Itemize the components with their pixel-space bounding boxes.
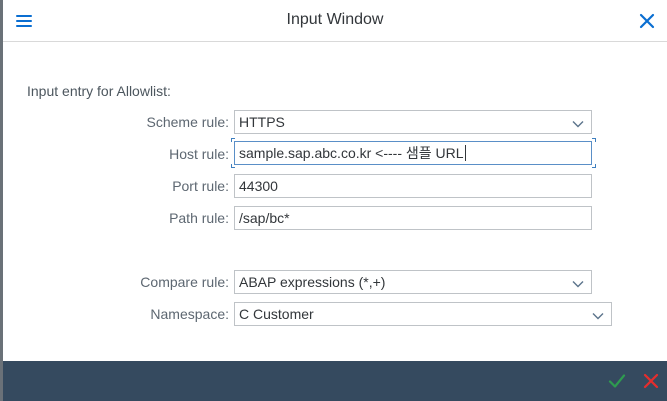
compare-rule-value: ABAP expressions (*,+) (239, 274, 386, 290)
compare-rule-label: Compare rule: (140, 274, 229, 290)
path-rule-label: Path rule: (169, 210, 229, 226)
port-rule-input[interactable]: 44300 (234, 174, 592, 198)
focus-corner (231, 138, 235, 142)
namespace-select[interactable]: C Customer (234, 302, 612, 326)
port-rule-value: 44300 (239, 178, 278, 194)
namespace-value: C Customer (239, 306, 314, 322)
chevron-down-icon[interactable] (571, 275, 585, 289)
focus-corner (231, 164, 235, 168)
host-rule-input[interactable]: sample.sap.abc.co.kr <---- 샘플 URL (234, 141, 592, 165)
port-rule-label: Port rule: (172, 178, 229, 194)
compare-rule-select[interactable]: ABAP expressions (*,+) (234, 270, 592, 294)
focus-corner (592, 138, 596, 142)
section-title: Input entry for Allowlist: (27, 83, 171, 99)
path-rule-value: /sap/bc* (239, 210, 290, 226)
checkmark-icon[interactable] (607, 371, 627, 391)
cancel-x-icon[interactable] (641, 371, 661, 391)
chevron-down-icon[interactable] (571, 115, 585, 129)
hamburger-menu-icon[interactable] (12, 9, 36, 33)
title-bar: Input Window (3, 0, 667, 42)
close-icon[interactable] (635, 9, 659, 33)
focus-corner (592, 164, 596, 168)
window-title: Input Window (286, 11, 384, 28)
path-rule-input[interactable]: /sap/bc* (234, 206, 592, 230)
chevron-down-icon[interactable] (591, 307, 605, 321)
scheme-rule-value: HTTPS (239, 114, 285, 130)
text-cursor (464, 145, 466, 161)
scheme-rule-select[interactable]: HTTPS (234, 110, 592, 134)
host-rule-value: sample.sap.abc.co.kr <---- 샘플 URL (239, 145, 464, 161)
host-rule-label: Host rule: (169, 146, 229, 162)
footer-toolbar (3, 361, 667, 401)
scheme-rule-label: Scheme rule: (146, 114, 229, 130)
namespace-label: Namespace: (150, 306, 229, 322)
